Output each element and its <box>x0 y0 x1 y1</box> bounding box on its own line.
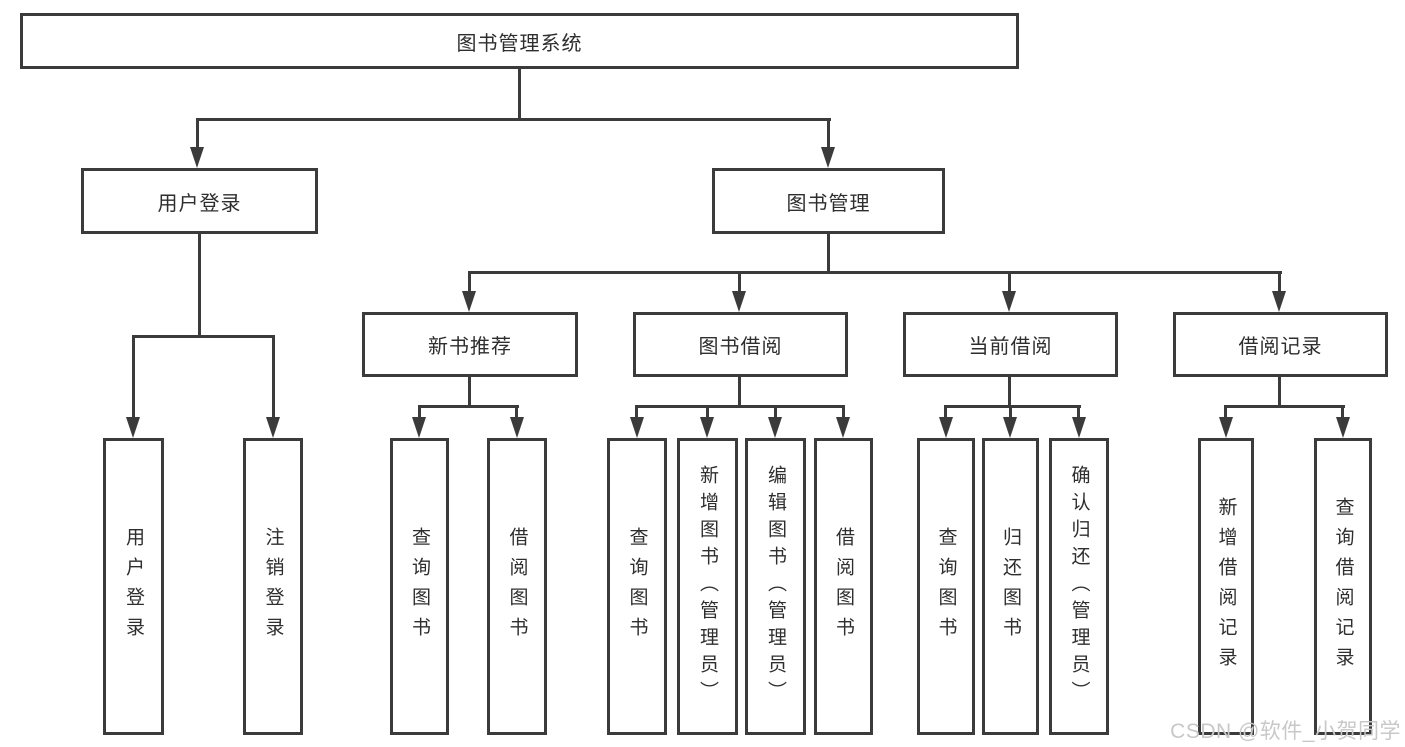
arrow-down-icon <box>768 417 782 438</box>
leaf-borrow-books-newbook: 借阅图书 <box>487 438 547 735</box>
leaf-query-books-current: 查询图书 <box>917 438 975 735</box>
arrow-down-icon <box>821 147 835 168</box>
node-label: 新增借阅记录 <box>1215 496 1237 677</box>
node-current-borrow: 当前借阅 <box>903 312 1118 377</box>
node-label: 新书推荐 <box>428 336 512 358</box>
connector-line <box>468 271 471 294</box>
connector-line <box>774 405 777 420</box>
node-label: 当前借阅 <box>968 336 1053 358</box>
arrow-down-icon <box>190 147 204 168</box>
arrow-down-icon <box>1072 417 1086 438</box>
connector-line <box>738 271 741 294</box>
arrow-down-icon <box>630 417 644 438</box>
node-label: 借阅记录 <box>1238 336 1323 358</box>
node-label: 查询图书 <box>409 526 430 647</box>
arrow-down-icon <box>1219 417 1233 438</box>
node-borrow-records: 借阅记录 <box>1173 312 1388 377</box>
connector-line <box>944 405 947 420</box>
connector-line <box>1341 405 1344 420</box>
arrow-down-icon <box>1272 291 1286 312</box>
arrow-down-icon <box>1003 417 1017 438</box>
leaf-edit-book-admin: 编辑图书（管理员） <box>745 438 806 735</box>
leaf-return-book: 归还图书 <box>982 438 1039 735</box>
node-label: 图书管理 <box>786 192 871 215</box>
leaf-user-login: 用户登录 <box>103 438 164 735</box>
leaf-borrow-books-borrow: 借阅图书 <box>814 438 873 735</box>
arrow-down-icon <box>412 417 426 438</box>
connector-line <box>468 375 471 408</box>
connector-line <box>272 335 275 420</box>
node-label: 用户登录 <box>157 192 242 215</box>
arrow-down-icon <box>462 291 476 312</box>
arrow-down-icon <box>939 417 953 438</box>
connector-line <box>132 335 275 338</box>
arrow-down-icon <box>266 417 280 438</box>
node-label: 新增图书（管理员） <box>697 465 718 708</box>
connector-line <box>1008 271 1011 294</box>
leaf-query-borrow-record: 查询借阅记录 <box>1314 438 1372 735</box>
node-book-management: 图书管理 <box>712 168 945 234</box>
node-label: 查询借阅记录 <box>1332 496 1354 677</box>
connector-line <box>842 405 845 420</box>
connector-line <box>132 335 135 420</box>
connector-line <box>635 405 638 420</box>
arrow-down-icon <box>732 291 746 312</box>
connector-line <box>418 405 519 408</box>
arrow-down-icon <box>1002 291 1016 312</box>
connector-line <box>827 118 830 150</box>
connector-line <box>706 405 709 420</box>
connector-line <box>515 405 518 420</box>
node-label: 图书管理系统 <box>456 32 583 55</box>
leaf-query-books-borrow: 查询图书 <box>607 438 667 735</box>
arrow-down-icon <box>700 417 714 438</box>
node-user-login: 用户登录 <box>81 168 318 234</box>
connector-line <box>1009 405 1012 420</box>
connector-line <box>197 118 831 121</box>
node-label: 查询图书 <box>626 526 648 647</box>
connector-line <box>944 405 1081 408</box>
connector-line <box>518 69 521 121</box>
node-label: 归还图书 <box>1000 526 1021 647</box>
connector-line <box>196 118 199 150</box>
node-label: 借阅图书 <box>833 526 854 647</box>
node-book-borrow: 图书借阅 <box>633 312 848 377</box>
node-label: 编辑图书（管理员） <box>765 465 786 708</box>
node-label: 用户登录 <box>123 526 144 647</box>
connector-line <box>738 375 741 408</box>
leaf-confirm-return-admin: 确认归还（管理员） <box>1049 438 1109 735</box>
node-label: 确认归还（管理员） <box>1068 465 1090 708</box>
arrow-down-icon <box>510 417 524 438</box>
arrow-down-icon <box>1336 417 1350 438</box>
node-label: 借阅图书 <box>506 526 528 647</box>
connector-line <box>1008 375 1011 408</box>
node-label: 查询图书 <box>935 526 957 647</box>
node-new-book-recommend: 新书推荐 <box>362 312 578 377</box>
watermark-text: CSDN @软件_小贺同学 <box>1170 720 1401 743</box>
node-label: 注销登录 <box>262 526 284 647</box>
leaf-query-books-newbook: 查询图书 <box>390 438 449 735</box>
arrow-down-icon <box>126 417 140 438</box>
connector-line <box>1278 271 1281 294</box>
connector-line <box>827 232 830 274</box>
connector-line <box>1224 405 1227 420</box>
connector-line <box>469 271 1282 274</box>
leaf-add-borrow-record: 新增借阅记录 <box>1198 438 1254 735</box>
arrow-down-icon <box>836 417 850 438</box>
connector-line <box>1224 405 1345 408</box>
node-label: 图书借阅 <box>698 336 783 358</box>
node-library-system: 图书管理系统 <box>20 13 1019 69</box>
connector-line <box>418 405 421 420</box>
connector-line <box>198 232 201 338</box>
leaf-logout: 注销登录 <box>243 438 303 735</box>
connector-line <box>635 405 845 408</box>
connector-line <box>1077 405 1080 420</box>
connector-line <box>1278 375 1281 408</box>
leaf-add-book-admin: 新增图书（管理员） <box>677 438 738 735</box>
